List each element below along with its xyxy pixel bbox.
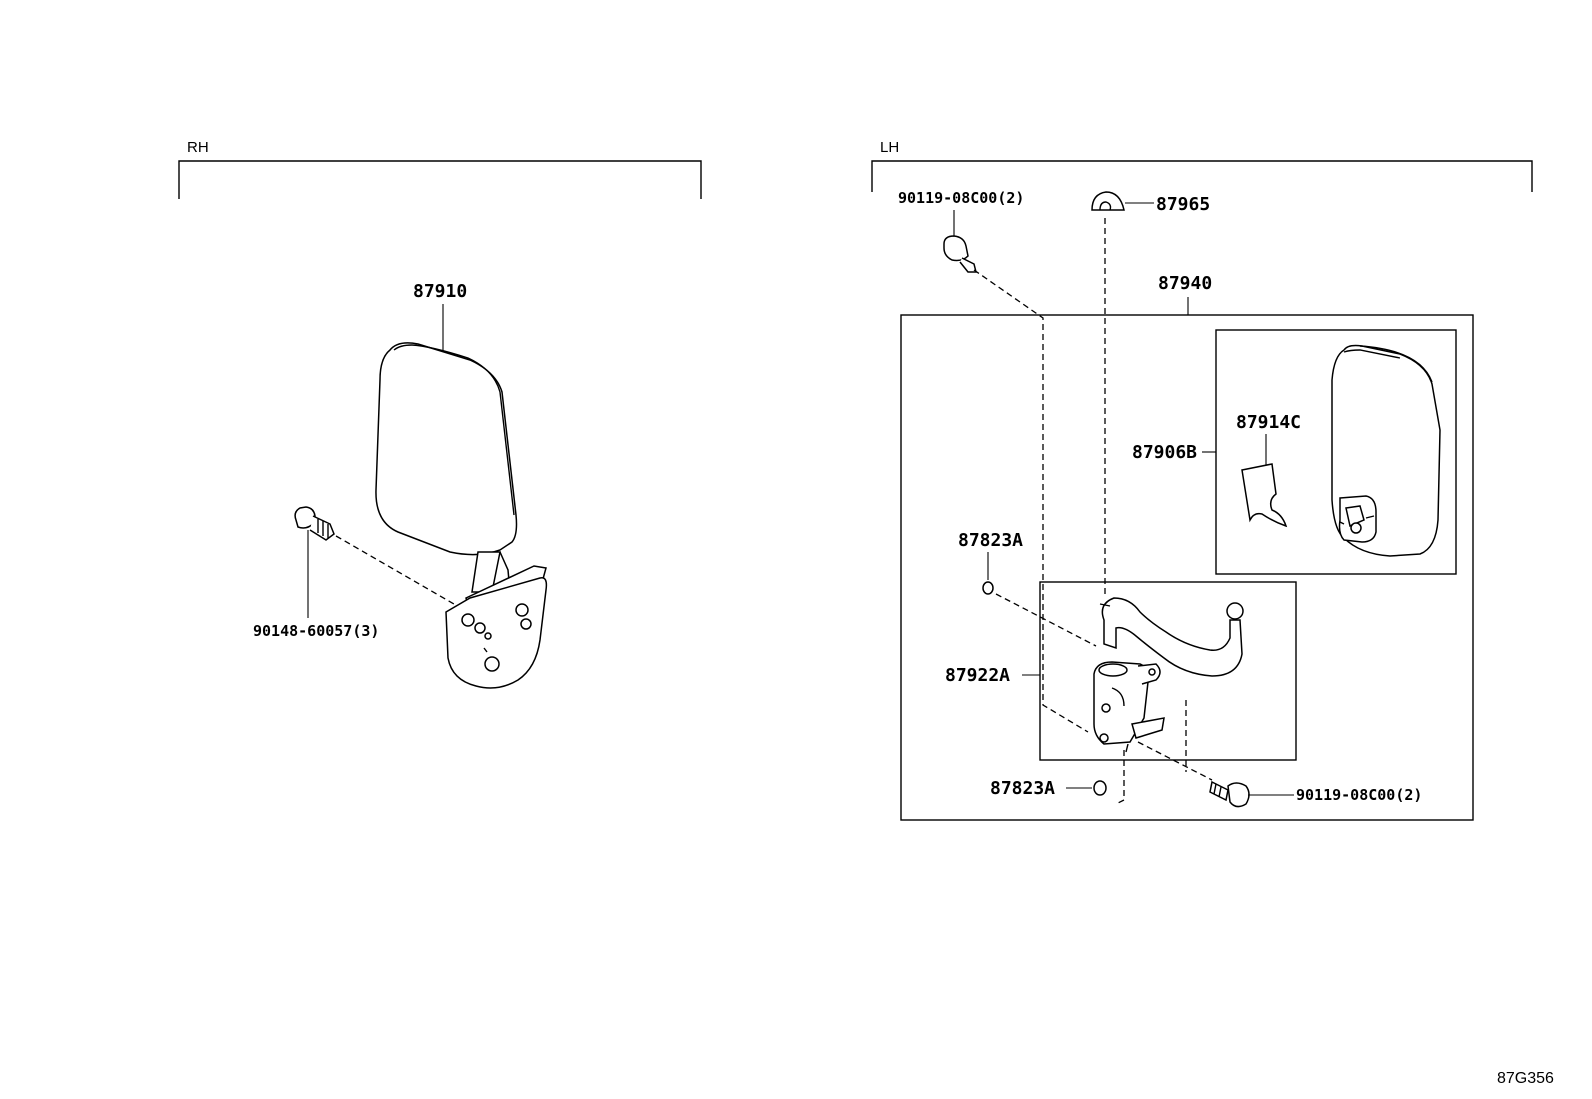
- callout-87910: 87910: [413, 281, 467, 302]
- dash-rh-bolt: [335, 535, 455, 605]
- rh-mirror-head: [375, 342, 518, 556]
- cover-87914c-icon: [1241, 463, 1288, 528]
- rh-label: RH: [187, 139, 209, 156]
- figure-ref: 87G356: [1497, 1070, 1554, 1087]
- rh-mirror-stay: [445, 551, 548, 689]
- callout-87922a: 87922A: [945, 665, 1010, 686]
- lh-mirror-head: [1331, 344, 1441, 557]
- callout-90119-08c00-bottom: 90119-08C00(2): [1296, 786, 1422, 804]
- lh-label: LH: [880, 139, 899, 156]
- lh-bracket: [871, 160, 1533, 192]
- assembly-box-87940: [900, 314, 1474, 821]
- lh-section: LH 90119-08C00(2) 87965 87940 87906B 879…: [871, 139, 1533, 821]
- dash-screw-top: [973, 269, 1089, 733]
- screw-top-icon: [943, 235, 977, 273]
- stay-arm: [1099, 597, 1244, 677]
- rh-section: RH 87910: [178, 139, 702, 689]
- dash-screw-bottom: [1137, 741, 1213, 781]
- screw-bottom-icon: [1209, 780, 1250, 808]
- washer-top-icon: [982, 581, 994, 595]
- callout-87906b: 87906B: [1132, 442, 1197, 463]
- rh-bracket: [178, 160, 702, 199]
- callout-87940: 87940: [1158, 273, 1212, 294]
- callout-90148-60057: 90148-60057(3): [253, 622, 379, 640]
- dash-base-bottom: [1115, 750, 1125, 805]
- callout-87823a-bottom: 87823A: [990, 778, 1055, 799]
- dash-washer-top: [995, 593, 1097, 647]
- rh-bolt-icon: [294, 506, 335, 541]
- cap-87965-icon: [1091, 191, 1125, 211]
- callout-87914c: 87914C: [1236, 412, 1301, 433]
- washer-bottom-icon: [1093, 780, 1107, 796]
- callout-87823a-top: 87823A: [958, 530, 1023, 551]
- callout-90119-08c00-top: 90119-08C00(2): [898, 189, 1024, 207]
- stay-base-87922a: [1093, 661, 1165, 753]
- callout-87965: 87965: [1156, 194, 1210, 215]
- stay-box-87922a: [1039, 581, 1297, 761]
